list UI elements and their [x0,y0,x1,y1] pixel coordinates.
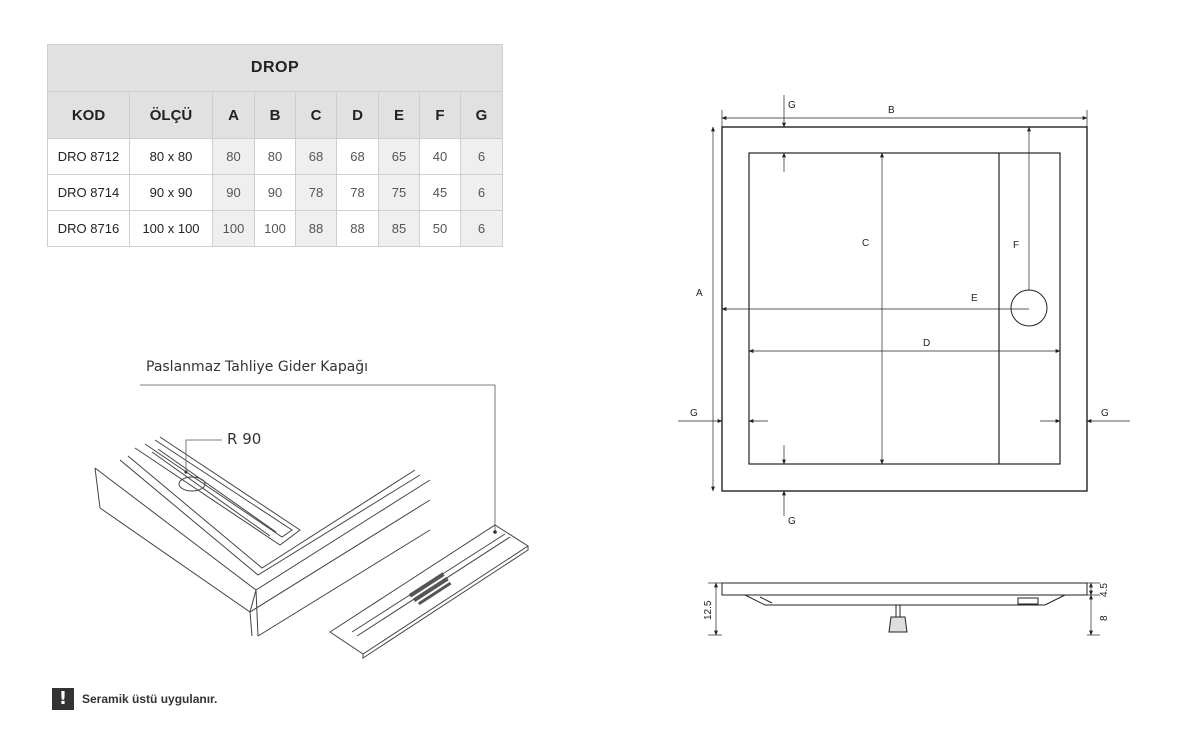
isometric-drain-detail: Paslanmaz Tahliye Gider Kapağı R 90 [94,359,529,659]
header-f: F [419,91,461,139]
label-f: F [1013,240,1019,251]
label-g-top: G [788,100,796,111]
side-view: 12.5 4.5 8 [703,582,1110,636]
cell-d: 78 [336,174,379,211]
side-dim-bottom: 8 [1099,615,1110,621]
label-a: A [696,288,703,299]
drain-grate-icon [408,572,452,606]
cell-kod: DRO 8716 [47,210,130,247]
table-row: DRO 8716 100 x 100 100 100 88 88 85 50 6 [47,210,504,247]
cell-b: 100 [254,210,296,247]
cell-f: 50 [419,210,461,247]
drain-cover-caption: Paslanmaz Tahliye Gider Kapağı [146,359,368,375]
radius-label: R 90 [227,430,261,448]
cell-c: 78 [295,174,337,211]
label-e: E [971,293,978,304]
header-b: B [254,91,296,139]
table-title: DROP [46,44,504,92]
header-c: C [295,91,337,139]
plan-view: B A C D E F G G G G [678,95,1130,527]
spec-table: DROP KOD ÖLÇÜ A B C D E F G DRO 8712 80 … [46,44,504,247]
cell-kod: DRO 8712 [47,138,130,175]
cell-g: 6 [459,174,504,211]
cell-kod: DRO 8714 [47,174,130,211]
label-b: B [888,105,895,116]
header-d: D [336,91,379,139]
label-c: C [862,238,869,249]
cell-d: 88 [336,210,379,247]
cell-olcu: 90 x 90 [129,174,213,211]
cell-olcu: 80 x 80 [129,138,213,175]
label-g-left: G [690,408,698,419]
cell-g: 6 [459,210,504,247]
drain-hole [178,476,206,492]
side-dim-total: 12.5 [703,600,714,620]
cell-b: 80 [254,138,296,175]
cell-c: 68 [295,138,337,175]
cell-a: 100 [212,210,255,247]
label-d: D [923,338,930,349]
cell-c: 88 [295,210,337,247]
cell-f: 45 [419,174,461,211]
note: ! Seramik üstü uygulanır. [52,688,217,710]
label-g-bottom: G [788,516,796,527]
cell-olcu: 100 x 100 [129,210,213,247]
table-row: DRO 8712 80 x 80 80 80 68 68 65 40 6 [47,138,504,175]
cell-g: 6 [459,138,504,175]
cell-e: 75 [378,174,420,211]
table-row: DRO 8714 90 x 90 90 90 78 78 75 45 6 [47,174,504,211]
exclamation-icon: ! [52,688,74,710]
label-g-right: G [1101,408,1109,419]
header-e: E [378,91,420,139]
basin-outline [748,152,1061,465]
drain-circle [1010,289,1048,327]
caption-leader-line [140,384,496,532]
radius-leader-line [185,439,222,470]
note-text: Seramik üstü uygulanır. [82,692,218,706]
cell-e: 85 [378,210,420,247]
cell-a: 80 [212,138,255,175]
tray-body [94,436,431,637]
side-dim-top: 4.5 [1099,583,1110,597]
